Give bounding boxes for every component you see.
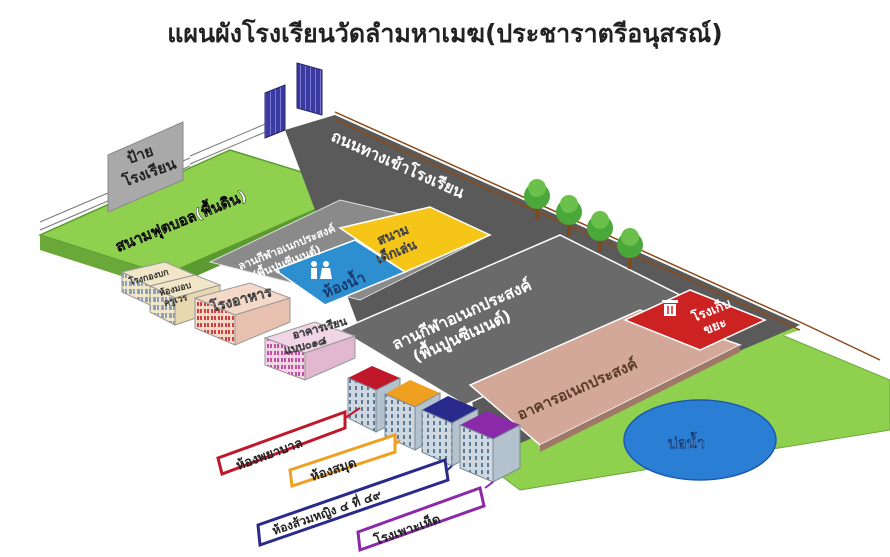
tree-3 bbox=[587, 211, 613, 252]
pond-label: บ่อน้ำ bbox=[668, 431, 705, 452]
sign-label: ป้าย โรงเรียน bbox=[119, 142, 179, 191]
garbage-icon bbox=[662, 300, 678, 316]
tree-2 bbox=[556, 195, 582, 236]
page-title: แผนผังโรงเรียนวัดลำมหาเมฆ(ประชาราตรีอนุส… bbox=[167, 19, 723, 48]
school-sign bbox=[107, 121, 184, 213]
mushroom-house-building bbox=[459, 411, 521, 483]
school-gate-right bbox=[296, 62, 323, 116]
pond bbox=[623, 399, 777, 481]
tree-1 bbox=[524, 179, 550, 219]
tree-4 bbox=[617, 228, 643, 269]
cafeteria-building bbox=[193, 282, 292, 346]
restroom-icon bbox=[311, 261, 332, 279]
restroom-area bbox=[273, 239, 407, 306]
school-gate-left bbox=[264, 84, 286, 139]
main-classroom-building bbox=[263, 321, 357, 381]
